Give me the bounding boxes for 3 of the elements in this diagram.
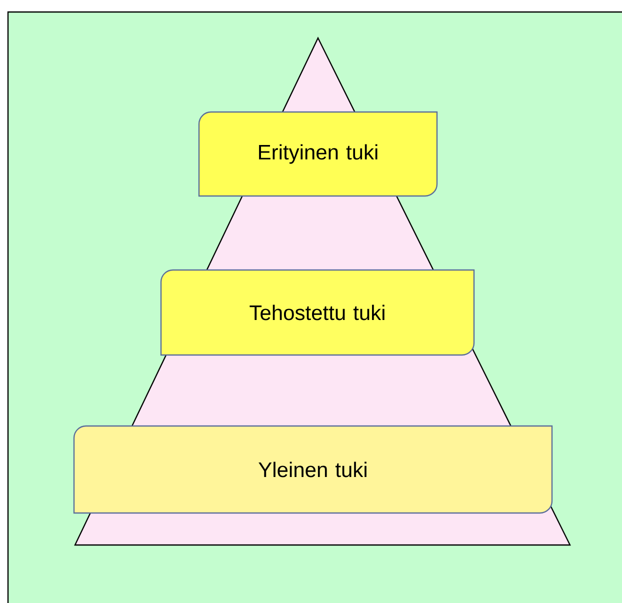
process-box: Yleinen tuki [73,425,553,514]
process-box: Erityinen tuki [198,111,438,197]
process-box: Tehostettu tuki [160,269,475,356]
